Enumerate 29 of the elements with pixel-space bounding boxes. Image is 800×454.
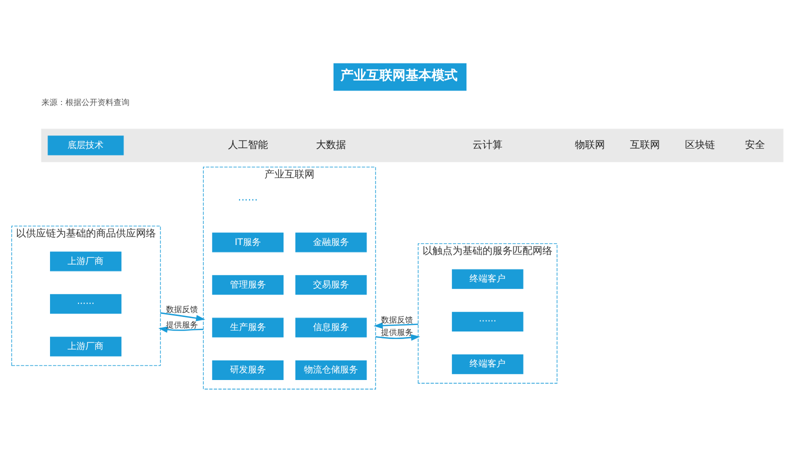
node-box: 终端客户	[452, 268, 524, 288]
node-box: 上游厂商	[50, 336, 122, 356]
node-box: 上游厂商	[50, 251, 122, 271]
node-box: ······	[452, 311, 524, 331]
node-box: 金融服务	[295, 232, 367, 252]
cluster	[41, 128, 784, 162]
diagram-title: 产业互联网基本模式	[340, 68, 458, 84]
label: 互联网	[630, 139, 660, 150]
label: ······	[238, 194, 258, 206]
node-box: 交易服务	[295, 274, 367, 294]
label: 物联网	[575, 139, 606, 150]
arrow	[160, 312, 206, 321]
label: 区块链	[685, 139, 716, 150]
node-box: 生产服务	[212, 317, 284, 337]
node-box: 终端客户	[452, 354, 524, 374]
node-box: ······	[50, 294, 122, 314]
node-box: 底层技术	[48, 135, 124, 155]
label: 云计算	[472, 139, 503, 150]
label: 大数据	[316, 139, 346, 150]
label: 人工智能	[228, 139, 268, 150]
arrow	[374, 322, 418, 328]
arrow	[376, 334, 420, 340]
node-box: 物流仓储服务	[295, 360, 367, 380]
arrow	[158, 326, 204, 332]
node-box: 研发服务	[212, 360, 284, 380]
node-box: 信息服务	[295, 317, 367, 337]
label: 安全	[745, 139, 766, 150]
node-box: IT服务	[212, 232, 284, 252]
node-box: 管理服务	[212, 274, 284, 294]
